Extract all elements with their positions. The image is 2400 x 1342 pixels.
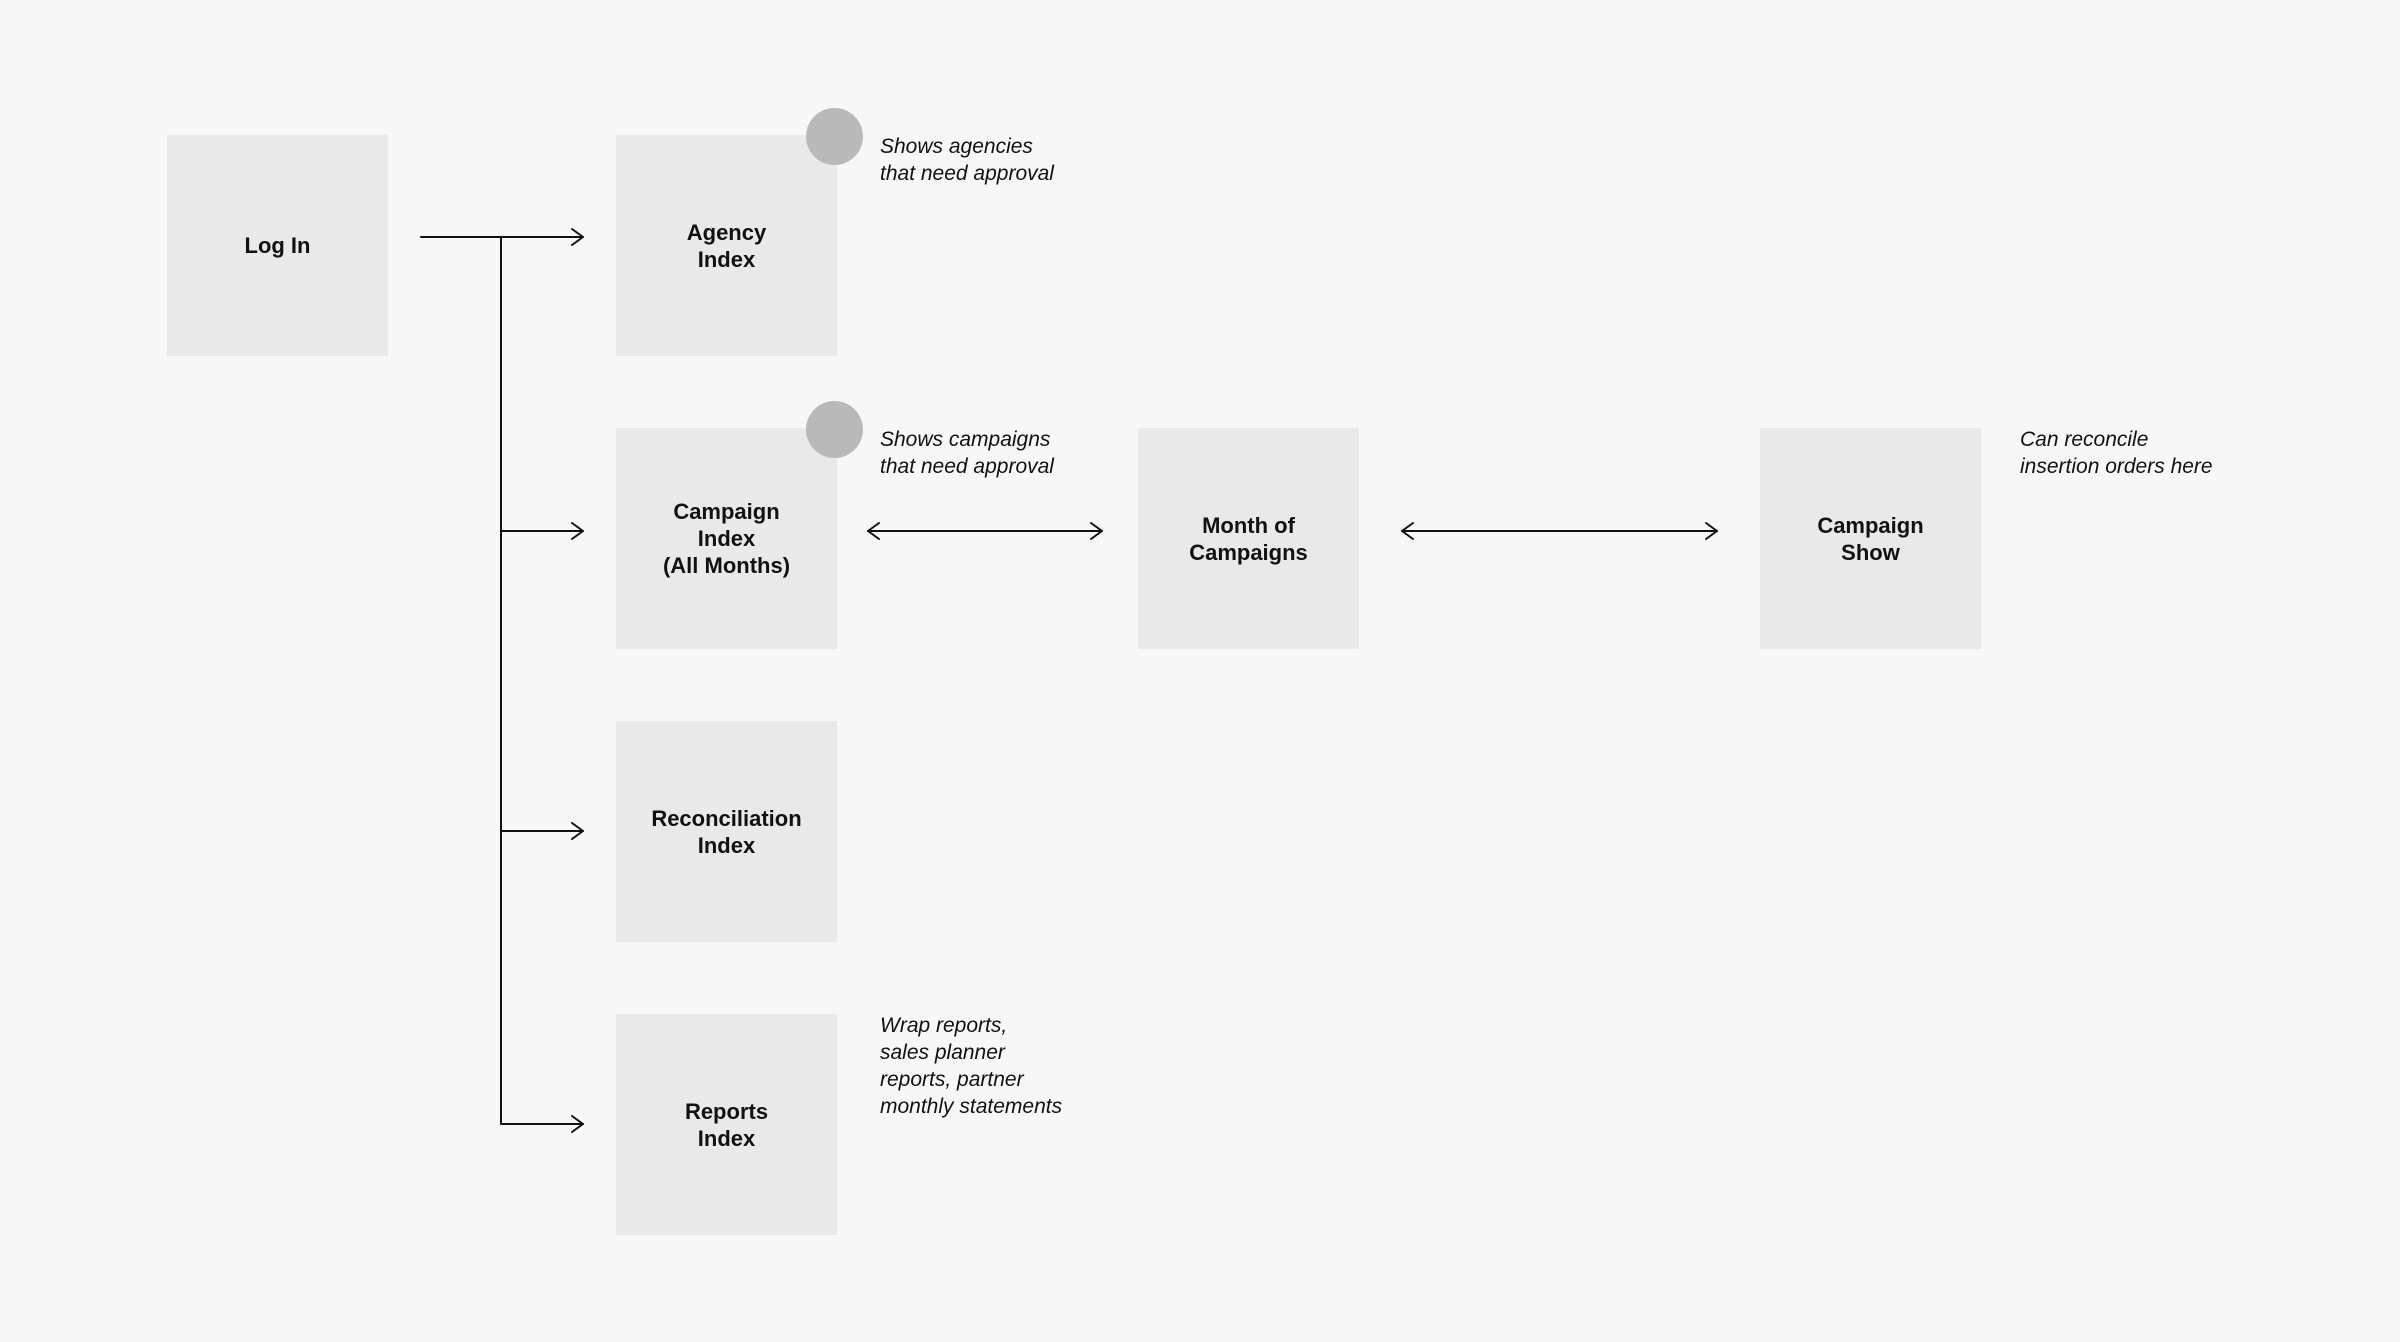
arrowhead-campaign xyxy=(571,522,584,540)
arrowhead-reconciliation xyxy=(571,822,584,840)
node-reconciliation-index: Reconciliation Index xyxy=(616,721,837,942)
badge-agency xyxy=(806,108,863,165)
arrowhead-agency xyxy=(571,228,584,246)
node-reports-index: Reports Index xyxy=(616,1014,837,1235)
node-campaign-show: Campaign Show xyxy=(1760,428,1981,649)
node-campaign-index-label: Campaign Index (All Months) xyxy=(662,499,791,578)
node-reports-index-label: Reports Index xyxy=(684,1098,769,1151)
node-month-of-campaigns-label: Month of Campaigns xyxy=(1189,512,1308,565)
arrowhead-campaign-month-left xyxy=(867,522,880,540)
arrowhead-month-show-right xyxy=(1705,522,1718,540)
arrowhead-campaign-month-right xyxy=(1090,522,1103,540)
arrowhead-reports xyxy=(571,1115,584,1133)
node-month-of-campaigns: Month of Campaigns xyxy=(1138,428,1359,649)
node-reconciliation-index-label: Reconciliation Index xyxy=(651,805,802,858)
node-agency-index-label: Agency Index xyxy=(686,219,767,272)
note-campaign-show: Can reconcile insertion orders here xyxy=(2020,428,2213,478)
note-reports: Wrap reports, sales planner reports, par… xyxy=(880,1014,1063,1118)
note-agency: Shows agencies that need approval xyxy=(880,135,1054,185)
node-login-label: Log In xyxy=(244,233,311,258)
node-campaign-index: Campaign Index (All Months) xyxy=(616,428,837,649)
badge-campaign xyxy=(806,401,863,458)
arrowhead-month-show-left xyxy=(1401,522,1414,540)
node-login: Log In xyxy=(167,135,388,356)
node-agency-index: Agency Index xyxy=(616,135,837,356)
note-campaign: Shows campaigns that need approval xyxy=(880,428,1054,478)
node-campaign-show-label: Campaign Show xyxy=(1817,512,1924,565)
